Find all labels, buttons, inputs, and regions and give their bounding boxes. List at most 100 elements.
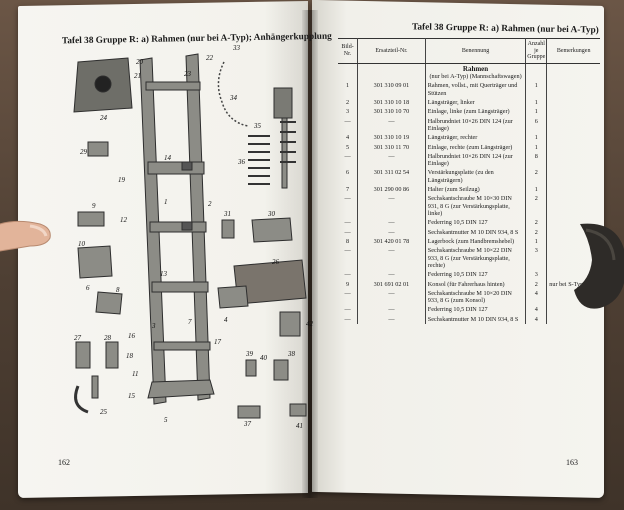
- parts-table: Bild-Nr. Ersatzteil-Nr. Benennung Anzahl…: [338, 38, 600, 325]
- cell-qty: 1: [525, 142, 548, 152]
- cell-desc: Rahmen, vollst., mit Querträger und Stüt…: [425, 81, 527, 98]
- callout-20: 20: [136, 58, 144, 66]
- cell-pos: —: [338, 227, 359, 237]
- cell-pos: 2: [338, 97, 359, 108]
- callout-21: 21: [134, 72, 141, 80]
- callout-38: 38: [287, 350, 296, 358]
- book-clip: [574, 223, 624, 309]
- cell-pos: —: [338, 305, 359, 315]
- cell-pos: 9: [338, 279, 359, 289]
- col-header-qty: Anzahl je Gruppe: [525, 38, 548, 64]
- callout-16: 16: [128, 332, 136, 340]
- book-gutter: [302, 10, 318, 498]
- cell-pos: —: [338, 246, 359, 271]
- cell-qty: 2: [525, 194, 548, 219]
- cell-part: 301 310 10 18: [357, 97, 426, 108]
- left-page-number: 162: [58, 458, 70, 467]
- callout-26: 26: [272, 258, 280, 266]
- callout-30: 30: [267, 210, 276, 218]
- right-page-number: 163: [566, 458, 578, 467]
- callout-14: 14: [164, 154, 172, 162]
- table-header-row: Bild-Nr. Ersatzteil-Nr. Benennung Anzahl…: [338, 38, 600, 64]
- callout-29: 29: [80, 148, 88, 156]
- cell-part: —: [357, 151, 426, 169]
- cell-rem: [547, 152, 600, 169]
- cell-rem: [547, 107, 600, 116]
- callout-35: 35: [253, 122, 262, 130]
- callout-17: 17: [214, 338, 222, 346]
- cell-rem: [547, 143, 600, 152]
- cell-pos: —: [338, 270, 359, 280]
- cell-pos: —: [338, 116, 359, 134]
- callout-9: 9: [92, 202, 96, 210]
- callout-24: 24: [100, 114, 108, 122]
- section-subtitle: (nur bei A-Typ) (Mannschaftswagen): [429, 73, 522, 81]
- callout-22: 22: [206, 54, 214, 62]
- callout-1: 1: [164, 198, 168, 206]
- callout-37: 37: [243, 420, 252, 428]
- cell-qty: 8: [525, 151, 548, 169]
- cell-desc: Sechskantschraube M 10×22 DIN 933, 8 G (…: [425, 246, 527, 271]
- cell-desc: Halbrundniet 10×26 DIN 124 (zur Einlage): [425, 116, 527, 134]
- callout-39: 39: [245, 350, 254, 358]
- callout-8: 8: [116, 286, 120, 294]
- callout-25: 25: [100, 408, 108, 416]
- col-header-pos: Bild-Nr.: [338, 38, 359, 64]
- callout-labels: 33 20 22 21 23 24 34 35 29 36 14 19 2 31…: [74, 44, 314, 430]
- col-header-desc: Benennung: [425, 38, 527, 64]
- cell-rem: [547, 168, 600, 185]
- cell-desc: Halbrundniet 10×26 DIN 124 (zur Einlage): [425, 151, 527, 169]
- col-header-remarks: Bemerkungen: [546, 38, 600, 64]
- cell-part: —: [357, 218, 426, 228]
- cell-desc: Einlage, rechte (zum Längsträger): [425, 142, 527, 152]
- cell-part: —: [357, 116, 426, 134]
- callout-11: 11: [132, 370, 138, 378]
- callout-31: 31: [223, 210, 231, 218]
- cell-qty: 2: [525, 168, 548, 186]
- cell-qty: 4: [525, 314, 548, 325]
- hand-thumb: [0, 220, 51, 252]
- callout-13: 13: [160, 270, 168, 278]
- cell-desc: Halter (zum Seilzug): [425, 185, 527, 195]
- section-title: Rahmen: [462, 64, 489, 73]
- cell-qty: 2: [525, 227, 548, 237]
- cell-part: 301 420 01 78: [357, 236, 426, 247]
- callout-12: 12: [120, 216, 128, 224]
- cell-part: 301 310 10 19: [357, 133, 426, 143]
- cell-pos: 5: [338, 142, 359, 152]
- cell-rem: [547, 194, 600, 218]
- callout-42: 42: [306, 320, 314, 328]
- callout-28: 28: [104, 334, 112, 342]
- cell-desc: Lagerbock (zum Handbremshebel): [425, 236, 527, 247]
- table-row: ——Halbrundniet 10×26 DIN 124 (zur Einlag…: [338, 151, 600, 169]
- cell-rem: [547, 133, 600, 142]
- table-row: ——Sechskantschraube M 10×22 DIN 933, 8 G…: [338, 246, 600, 271]
- callout-36: 36: [237, 158, 246, 166]
- callout-19: 19: [118, 176, 126, 184]
- cell-pos: —: [338, 288, 359, 306]
- callout-6: 6: [86, 284, 90, 292]
- cell-desc: Einlage, linke (zum Längsträger): [425, 107, 527, 117]
- cell-part: —: [357, 305, 426, 315]
- cell-part: 301 310 09 01: [357, 81, 426, 98]
- cell-desc: Sechskantschraube M 10×30 DIN 931, 8 G (…: [425, 194, 527, 219]
- cell-rem: [547, 81, 600, 98]
- cell-pos: 6: [338, 168, 359, 186]
- cell-desc: Federring 10,5 DIN 127: [425, 305, 527, 315]
- cell-desc: Verstärkungsplatte (zu den Längsträgern): [425, 168, 527, 186]
- cell-rem: [547, 185, 600, 194]
- callout-41: 41: [296, 422, 303, 430]
- cell-qty: 1: [525, 133, 548, 143]
- cell-part: —: [357, 194, 426, 219]
- cell-desc: Längsträger, rechter: [425, 133, 527, 143]
- cell-rem: [547, 98, 600, 107]
- cell-part: 301 311 02 54: [357, 168, 426, 186]
